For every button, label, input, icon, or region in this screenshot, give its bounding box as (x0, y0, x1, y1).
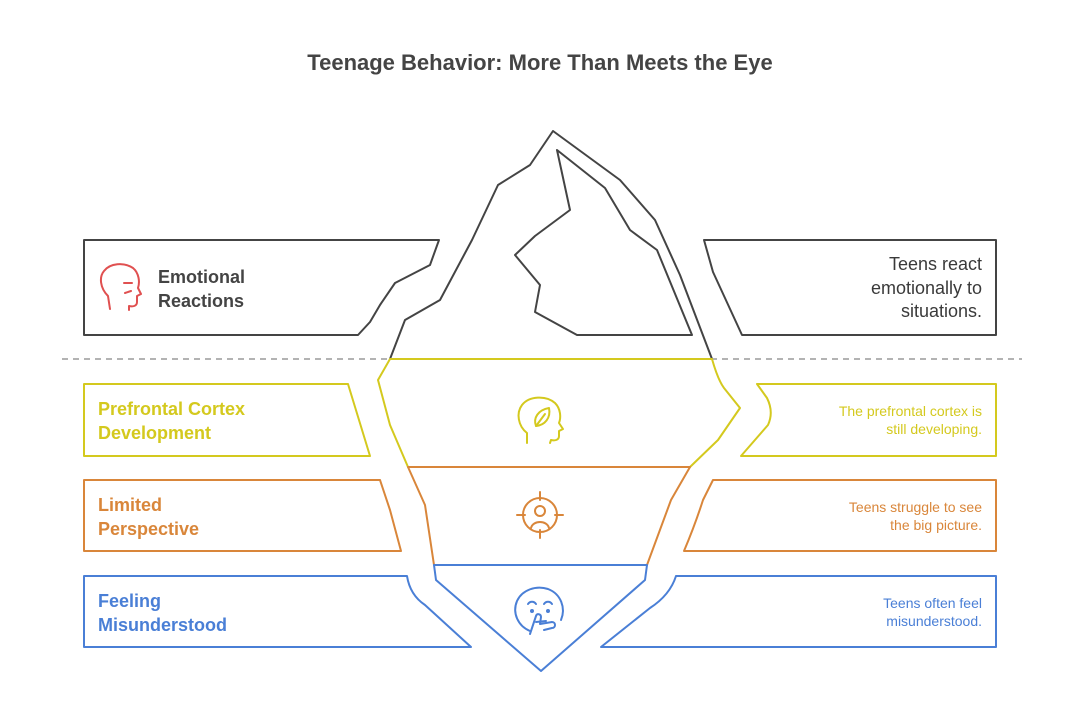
thinking-face-icon (514, 586, 564, 635)
label-line: Limited (98, 495, 163, 515)
prefrontal-desc: The prefrontal cortex is still developin… (839, 402, 982, 438)
misunderstood-desc-box (600, 575, 997, 648)
label-line: Development (98, 423, 212, 443)
perspective-desc-box (683, 479, 997, 552)
iceberg-layer-perspective (407, 466, 691, 566)
perspective-desc: Teens struggle to see the big picture. (849, 498, 982, 534)
desc-line: The prefrontal cortex is (838, 403, 982, 419)
iceberg-tip (389, 130, 713, 360)
desc-line: situations. (900, 301, 982, 321)
perspective-label-box (83, 479, 402, 552)
label-line: Emotional (158, 267, 246, 287)
misunderstood-label-box (83, 575, 472, 648)
emotional-reactions-desc-box (703, 239, 997, 336)
head-leaf-icon (517, 396, 564, 444)
desc-line: Teens often feel (883, 595, 982, 611)
misunderstood-label: Feeling Misunderstood (98, 589, 227, 637)
label-line: Feeling (98, 591, 162, 611)
iceberg-tip-shade (514, 149, 693, 336)
desc-line: misunderstood. (886, 613, 982, 629)
desc-line: still developing. (886, 421, 982, 437)
target-person-icon (516, 491, 564, 539)
diagram-title: Teenage Behavior: More Than Meets the Ey… (307, 50, 773, 75)
emotional-reactions-box (83, 239, 440, 336)
head-speaking-icon (99, 263, 142, 311)
emotional-reactions-desc: Teens react emotionally to situations. (871, 253, 982, 324)
prefrontal-label-box (83, 383, 371, 457)
label-line: Reactions (158, 291, 245, 311)
label-line: Misunderstood (98, 615, 227, 635)
desc-line: the big picture. (890, 517, 982, 533)
label-line: Perspective (98, 519, 200, 539)
desc-line: emotionally to (870, 277, 982, 298)
iceberg-layer-misunderstood (433, 564, 648, 672)
label-line: Prefrontal Cortex (98, 399, 246, 419)
prefrontal-label: Prefrontal Cortex Development (98, 397, 245, 445)
emotional-reactions-label: Emotional Reactions (158, 265, 245, 313)
perspective-label: Limited Perspective (98, 493, 199, 541)
misunderstood-desc: Teens often feel misunderstood. (883, 594, 982, 630)
desc-line: Teens struggle to see (848, 499, 982, 515)
desc-line: Teens react (888, 254, 982, 274)
prefrontal-desc-box (740, 383, 997, 457)
